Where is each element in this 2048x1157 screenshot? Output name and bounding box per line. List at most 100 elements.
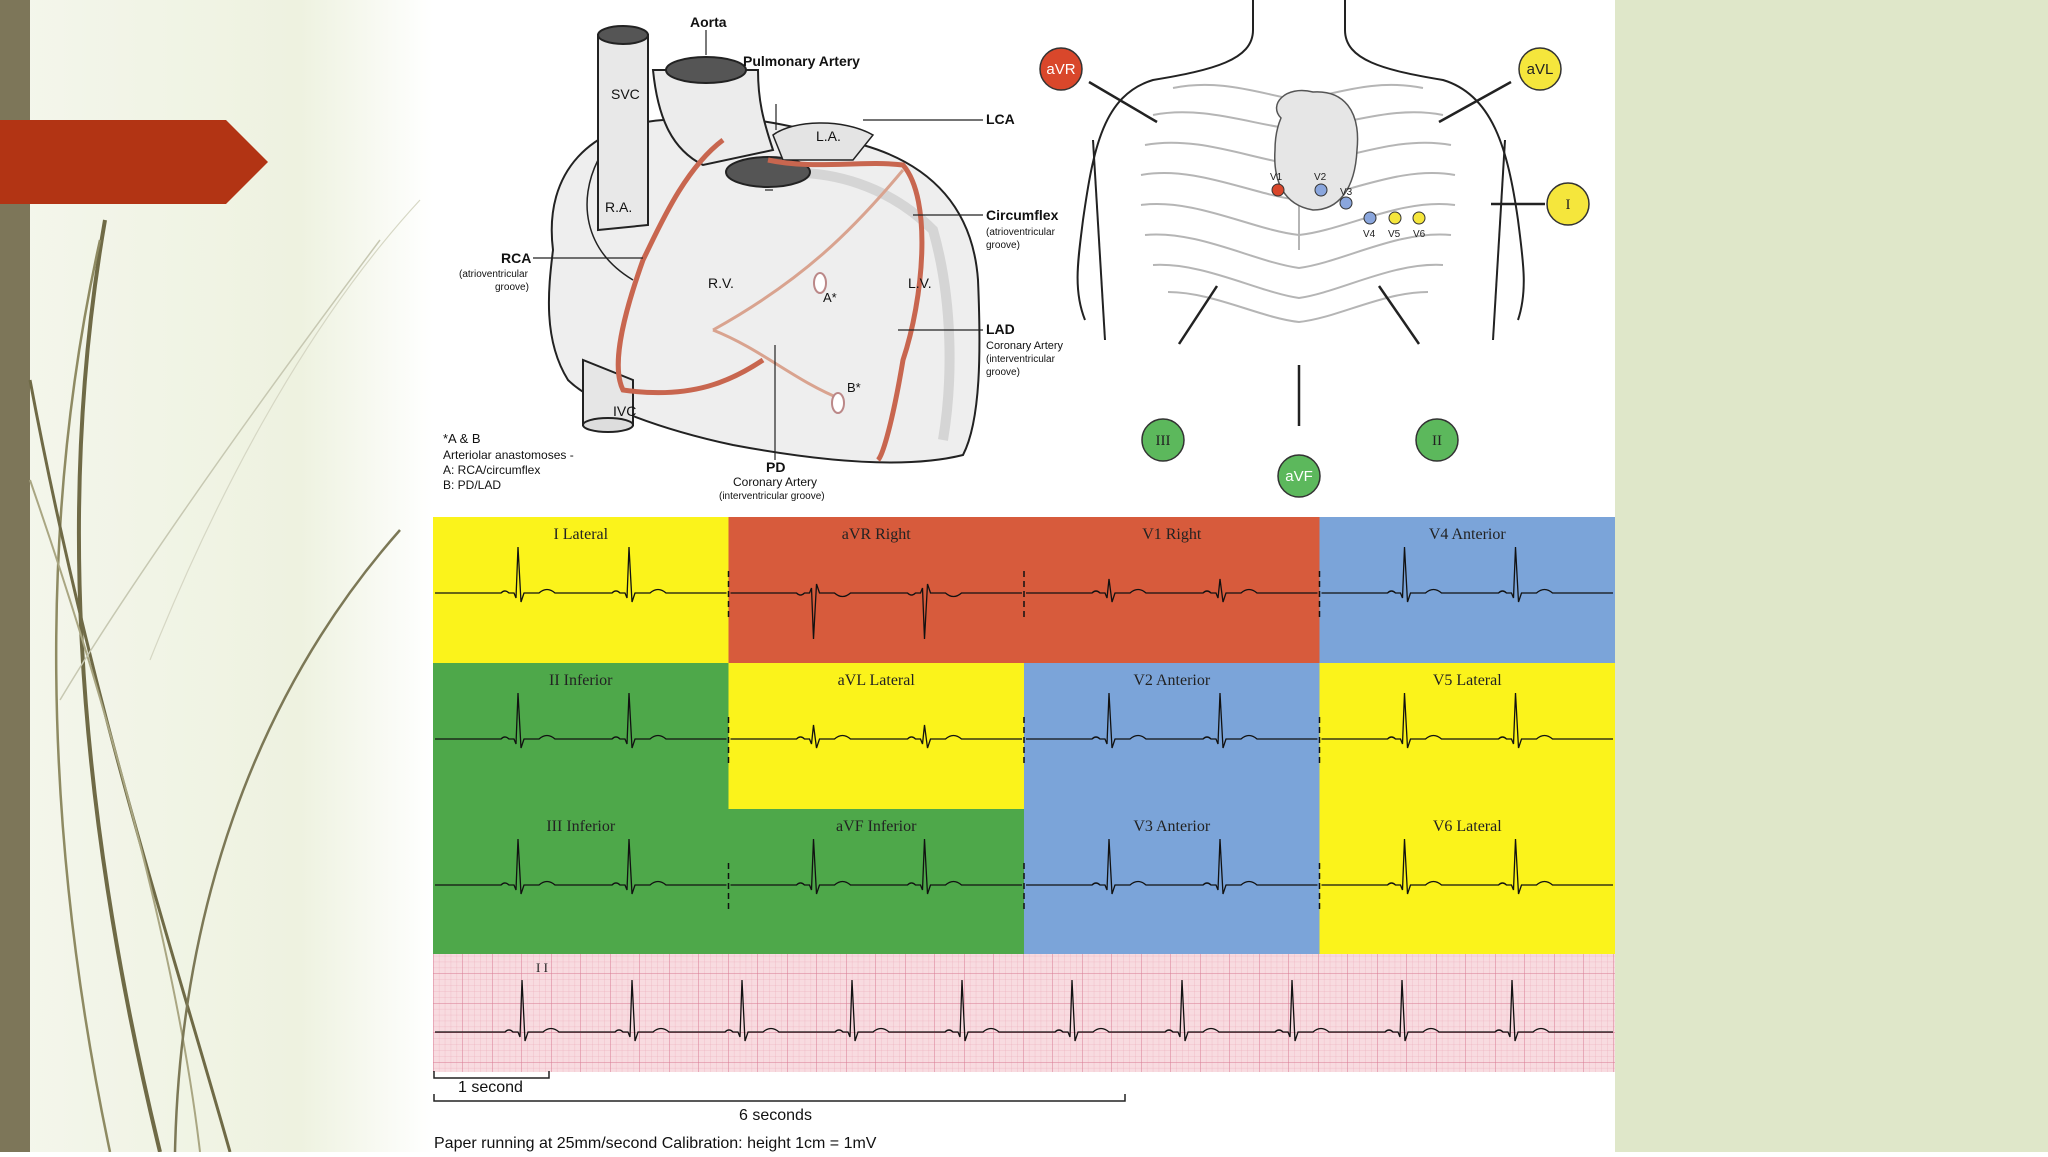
limb-lead-avr-label: aVR bbox=[1046, 61, 1075, 78]
rhythm-strip-waveform bbox=[435, 979, 1613, 1042]
label-lad: LAD bbox=[986, 321, 1015, 337]
footnote-line1: *A & B bbox=[443, 431, 481, 446]
ecg-cell-background bbox=[1319, 809, 1616, 956]
heart-diagram: Aorta Pulmonary Artery SVC L.A. LCA R.A.… bbox=[443, 14, 1064, 502]
rhythm-strip-label: I I bbox=[536, 960, 548, 975]
label-rca: RCA bbox=[501, 250, 531, 266]
ecg-cell-label: aVL Lateral bbox=[838, 672, 916, 689]
label-aorta: Aorta bbox=[690, 14, 727, 30]
ecg-cell-background bbox=[1024, 663, 1320, 810]
ecg-12-lead-grid: I Lateral aVR Right V1 Right V4 Anterior II … bbox=[433, 517, 1616, 956]
chest-lead-v1-label: V1 bbox=[1270, 172, 1283, 183]
label-rv: R.V. bbox=[708, 275, 734, 291]
ecg-cell-background bbox=[433, 663, 729, 810]
ecg-cell-background bbox=[433, 517, 729, 664]
right-side-panel bbox=[1615, 0, 2048, 1152]
ecg-cell-label: I Lateral bbox=[553, 526, 608, 543]
ecg-waveform bbox=[435, 546, 727, 603]
label-lv: L.V. bbox=[908, 275, 932, 291]
ecg-cell-label: V1 Right bbox=[1142, 526, 1202, 543]
label-pd-sub2: (interventricular groove) bbox=[719, 491, 825, 502]
chest-lead-v4-label: V4 bbox=[1363, 229, 1376, 240]
label-circumflex: Circumflex bbox=[986, 207, 1059, 223]
label-lad-sub3: groove) bbox=[986, 367, 1020, 378]
chest-lead-v6-label: V6 bbox=[1413, 229, 1426, 240]
ecg-cell-label: V6 Lateral bbox=[1433, 818, 1502, 835]
ecg-cell-background bbox=[1024, 809, 1320, 956]
electrode-v5 bbox=[1388, 211, 1402, 225]
ecg-cell-label: III Inferior bbox=[546, 818, 616, 835]
six-seconds-label: 6 seconds bbox=[739, 1107, 812, 1124]
ecg-cell-background bbox=[1319, 517, 1616, 664]
label-pd-sub1: Coronary Artery bbox=[733, 475, 817, 489]
limb-lead-avr: aVR bbox=[1039, 47, 1083, 91]
label-a-star: A* bbox=[823, 290, 837, 305]
ecg-waveform bbox=[1321, 546, 1613, 603]
ecg-cell-label: V5 Lateral bbox=[1433, 672, 1502, 689]
label-rca-sub2: groove) bbox=[495, 282, 529, 293]
footnote-line4: B: PD/LAD bbox=[443, 478, 501, 492]
ecg-waveform bbox=[1026, 692, 1318, 749]
label-circumflex-sub1: (atrioventricular bbox=[986, 227, 1056, 238]
chest-lead-v2-label: V2 bbox=[1314, 172, 1327, 183]
label-lad-sub2: (interventricular bbox=[986, 354, 1056, 365]
electrode-v4 bbox=[1363, 211, 1377, 225]
ecg-waveform bbox=[435, 692, 727, 749]
rhythm-strip: I I bbox=[433, 954, 1615, 1072]
ecg-cell-background bbox=[728, 809, 1025, 956]
limb-lead-iii: III bbox=[1141, 418, 1185, 462]
label-la: L.A. bbox=[816, 128, 841, 144]
electrode-v2 bbox=[1314, 183, 1328, 197]
accent-arrow-shape bbox=[0, 120, 268, 204]
calibration-footer: Paper running at 25mm/second Calibration… bbox=[434, 1135, 877, 1152]
ecg-figure: Aorta Pulmonary Artery SVC L.A. LCA R.A.… bbox=[433, 0, 1616, 1152]
ecg-waveform bbox=[730, 838, 1022, 895]
ecg-cell-label: II Inferior bbox=[549, 672, 613, 689]
limb-lead-avf-label: aVF bbox=[1285, 468, 1313, 485]
label-ivc: IVC bbox=[613, 403, 636, 419]
ecg-waveform bbox=[1321, 692, 1613, 749]
limb-lead-i: I bbox=[1546, 182, 1590, 226]
ecg-cell-background bbox=[1319, 663, 1616, 810]
ecg-cell-background bbox=[728, 517, 1025, 664]
electrode-v1 bbox=[1271, 183, 1285, 197]
ecg-cell-label: V2 Anterior bbox=[1133, 672, 1211, 689]
decorative-swooshes bbox=[28, 199, 421, 1152]
ecg-waveform bbox=[1026, 578, 1318, 603]
ecg-waveform bbox=[730, 724, 1022, 749]
ecg-cell-label: V3 Anterior bbox=[1133, 818, 1211, 835]
label-pd: PD bbox=[766, 459, 785, 475]
ecg-waveform bbox=[435, 838, 727, 895]
limb-lead-avl-label: aVL bbox=[1527, 61, 1554, 78]
ecg-waveform bbox=[1321, 838, 1613, 895]
label-ra: R.A. bbox=[605, 199, 632, 215]
footnote-line2: Arteriolar anastomoses - bbox=[443, 448, 574, 462]
label-lca: LCA bbox=[986, 111, 1015, 127]
electrode-v6 bbox=[1412, 211, 1426, 225]
chest-lead-v5-label: V5 bbox=[1388, 229, 1401, 240]
limb-lead-i-label: I bbox=[1566, 197, 1571, 213]
limb-lead-ii: II bbox=[1415, 418, 1459, 462]
chest-lead-v3-label: V3 bbox=[1340, 187, 1353, 198]
label-lad-sub1: Coronary Artery bbox=[986, 340, 1064, 352]
ecg-waveform bbox=[730, 583, 1022, 640]
scale-bars: 1 second 6 seconds Paper running at 25mm… bbox=[433, 1071, 1126, 1152]
ecg-cell-label: V4 Anterior bbox=[1429, 526, 1507, 543]
ecg-cell-background bbox=[728, 663, 1025, 810]
ecg-cell-background bbox=[1024, 517, 1320, 664]
limb-lead-avf: aVF bbox=[1277, 454, 1321, 498]
ecg-waveform bbox=[1026, 838, 1318, 895]
label-pulmonary-artery: Pulmonary Artery bbox=[743, 53, 860, 69]
limb-lead-ii-label: II bbox=[1432, 433, 1442, 449]
label-circumflex-sub2: groove) bbox=[986, 240, 1020, 251]
one-second-label: 1 second bbox=[458, 1079, 523, 1096]
label-b-star: B* bbox=[847, 380, 861, 395]
ecg-cell-label: aVR Right bbox=[842, 526, 911, 543]
lead-placement-diagram: V1 V2 V3 V4 V5 V6 aVR aVL I III aVF II bbox=[1039, 0, 1590, 498]
electrode-v3 bbox=[1339, 196, 1353, 210]
label-rca-sub1: (atrioventricular bbox=[459, 269, 529, 280]
limb-lead-avl: aVL bbox=[1518, 47, 1562, 91]
footnote-line3: A: RCA/circumflex bbox=[443, 463, 540, 477]
ecg-cell-label: aVF Inferior bbox=[836, 818, 917, 835]
ecg-cell-background bbox=[433, 809, 729, 956]
